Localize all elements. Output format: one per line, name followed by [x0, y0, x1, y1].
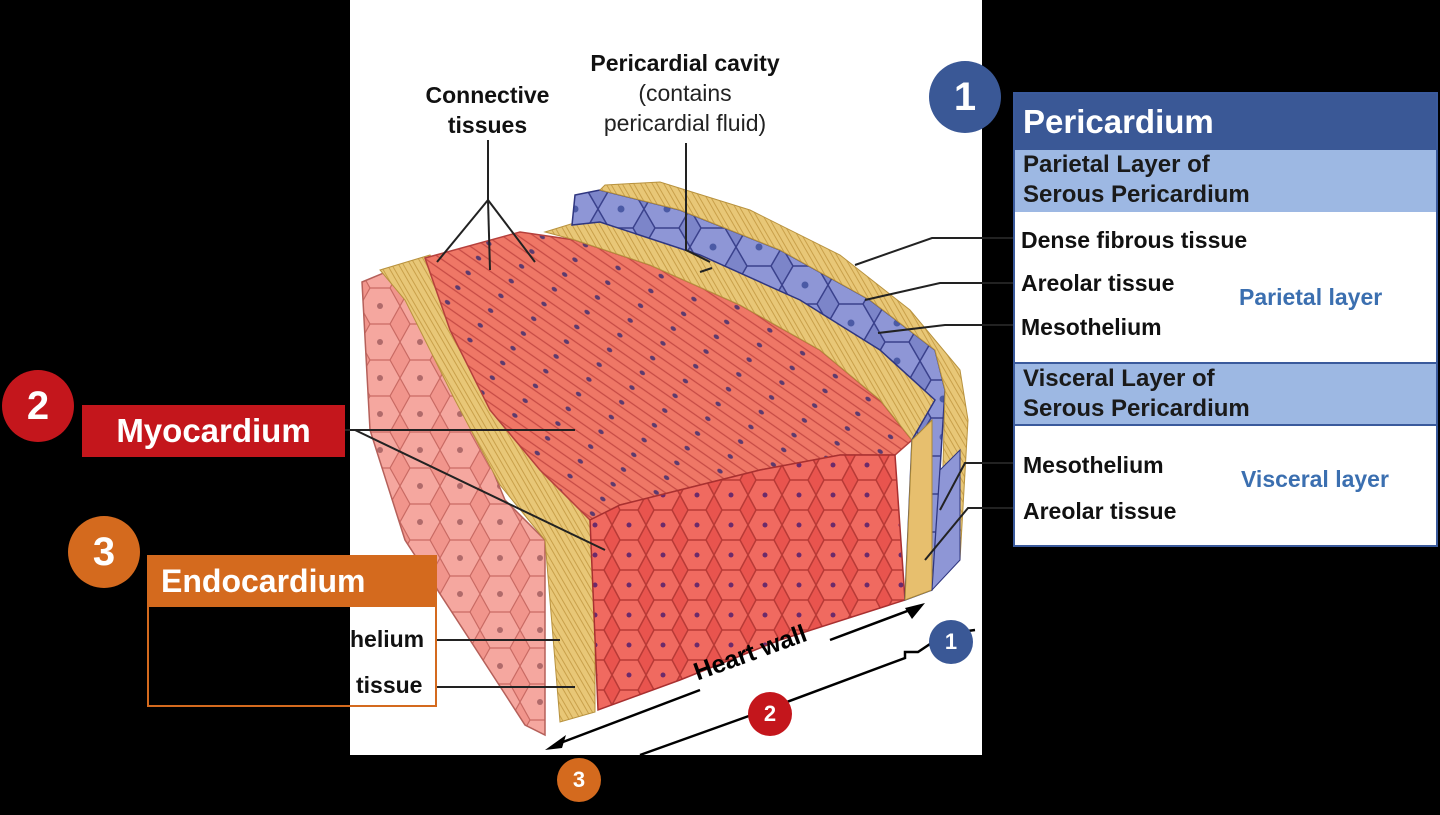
visceral-areolar-tissue-label: Areolar tissue: [1023, 498, 1177, 524]
visceral-mesothelium-label: Mesothelium: [1023, 452, 1164, 478]
endothelium-label: helium: [350, 626, 425, 652]
connective-tissues-label: Connective tissues: [405, 80, 570, 140]
parietal-header-line-1: Parietal Layer of: [1023, 151, 1210, 178]
endo-tissue-label: tissue: [356, 672, 423, 698]
marker-3: 3: [557, 758, 601, 802]
visceral-layer-label: Visceral layer: [1241, 466, 1389, 492]
myocardium-number-badge: 2: [2, 370, 74, 442]
cavity-line-3: pericardial fluid): [603, 110, 767, 136]
parietal-mesothelium-label: Mesothelium: [1021, 314, 1162, 340]
myocardium-label: Myocardium: [82, 405, 345, 457]
pericardium-number-badge: 1: [929, 61, 1001, 133]
visceral-header-line-1: Visceral Layer of: [1023, 365, 1215, 392]
parietal-header-line-2: Serous Pericardium: [1023, 181, 1250, 208]
marker-1: 1: [929, 620, 973, 664]
marker-2: 2: [748, 692, 792, 736]
visceral-header-line-2: Serous Pericardium: [1023, 395, 1250, 422]
parietal-layer-header: Parietal Layer of Serous Pericardium: [1015, 150, 1436, 212]
pericardium-title: Pericardium: [1015, 94, 1436, 150]
dense-fibrous-tissue-label: Dense fibrous tissue: [1021, 227, 1248, 253]
connective-line-2: tissues: [447, 112, 528, 138]
endocardium-title: Endocardium: [147, 555, 437, 607]
endocardium-legend-box: [147, 607, 437, 707]
cavity-line-2: (contains: [638, 80, 732, 106]
pericardial-cavity-label: Pericardial cavity (contains pericardial…: [560, 48, 810, 138]
parietal-areolar-tissue-label: Areolar tissue: [1021, 270, 1175, 296]
pericardium-legend-box: Pericardium Parietal Layer of Serous Per…: [1013, 92, 1438, 547]
visceral-layer-header: Visceral Layer of Serous Pericardium: [1015, 362, 1436, 426]
parietal-layer-label: Parietal layer: [1239, 284, 1383, 310]
cavity-line-1: Pericardial cavity: [590, 50, 780, 76]
connective-line-1: Connective: [425, 82, 550, 108]
endocardium-number-badge: 3: [68, 516, 140, 588]
